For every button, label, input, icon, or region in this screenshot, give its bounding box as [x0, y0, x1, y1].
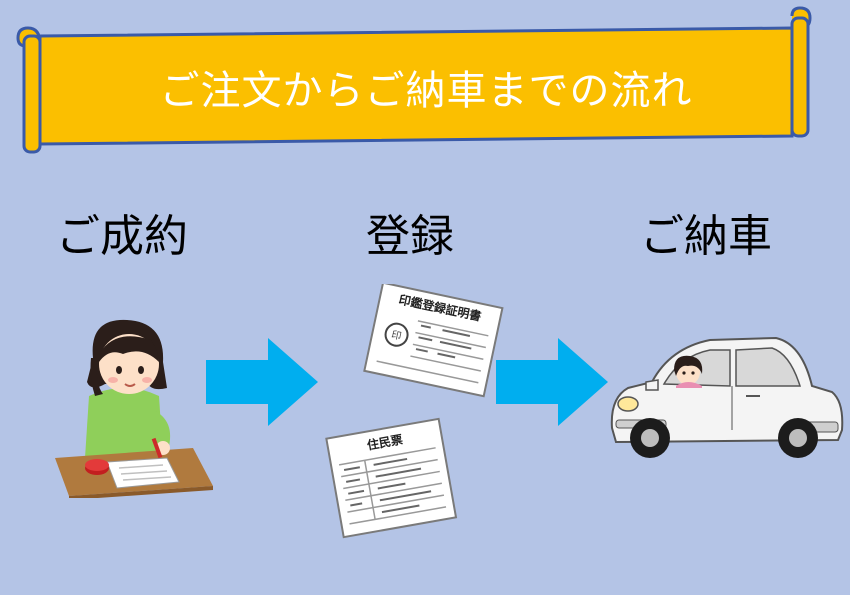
seal-certificate-document: 印鑑登録証明書 印	[363, 284, 504, 398]
step-label-registration: 登録	[366, 211, 454, 262]
resident-card-document: 住民票	[325, 417, 458, 539]
car-delivery-illustration	[610, 336, 844, 458]
banner-title: ご注文からご納車までの流れ	[159, 68, 693, 114]
person-signing-illustration	[55, 319, 213, 498]
arrow-right-icon	[496, 338, 608, 426]
resident-card-title: 住民票	[366, 432, 404, 453]
seal-mark: 印	[390, 329, 402, 343]
step-label-contract: ご成約	[56, 211, 188, 262]
title-banner: ご注文からご納車までの流れ	[16, 6, 816, 156]
scroll-banner-shape	[16, 6, 812, 154]
arrow-right-icon	[206, 338, 318, 426]
step-label-delivery: ご納車	[640, 211, 772, 262]
